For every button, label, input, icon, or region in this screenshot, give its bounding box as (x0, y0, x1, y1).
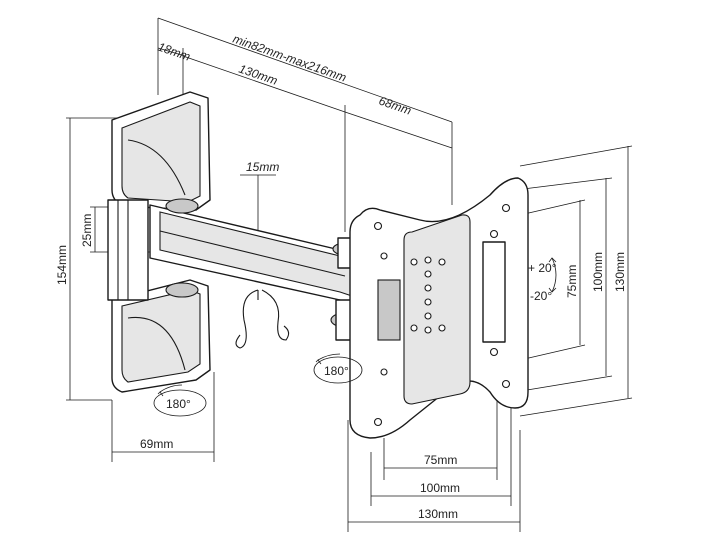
label-100mm-bottom: 100mm (420, 481, 460, 495)
vesa-plate (349, 177, 529, 439)
label-69mm: 69mm (140, 437, 173, 451)
label-tilt-down: -20° (530, 289, 552, 303)
label-75mm-right: 75mm (565, 265, 579, 298)
label-100mm-right: 100mm (591, 252, 605, 292)
label-154mm: 154mm (55, 245, 69, 285)
label-head-swivel: 180° (324, 364, 349, 378)
label-68mm: 68mm (377, 94, 413, 118)
label-15mm: 15mm (246, 160, 279, 174)
label-25mm: 25mm (80, 214, 94, 247)
label-130mm-bottom: 130mm (418, 507, 458, 521)
label-tilt-up: + 20° (528, 261, 557, 275)
label-75mm-bottom: 75mm (424, 453, 457, 467)
rotation-labels: 180° 180° + 20° -20° (166, 261, 557, 411)
wall-plate (107, 91, 211, 393)
label-130mm-top: 130mm (237, 62, 279, 88)
rotation-indicators (153, 257, 557, 417)
label-130mm-right: 130mm (613, 252, 627, 292)
label-wall-swivel: 180° (166, 397, 191, 411)
label-18mm: 18mm (156, 40, 192, 64)
cable-hook (235, 289, 290, 349)
